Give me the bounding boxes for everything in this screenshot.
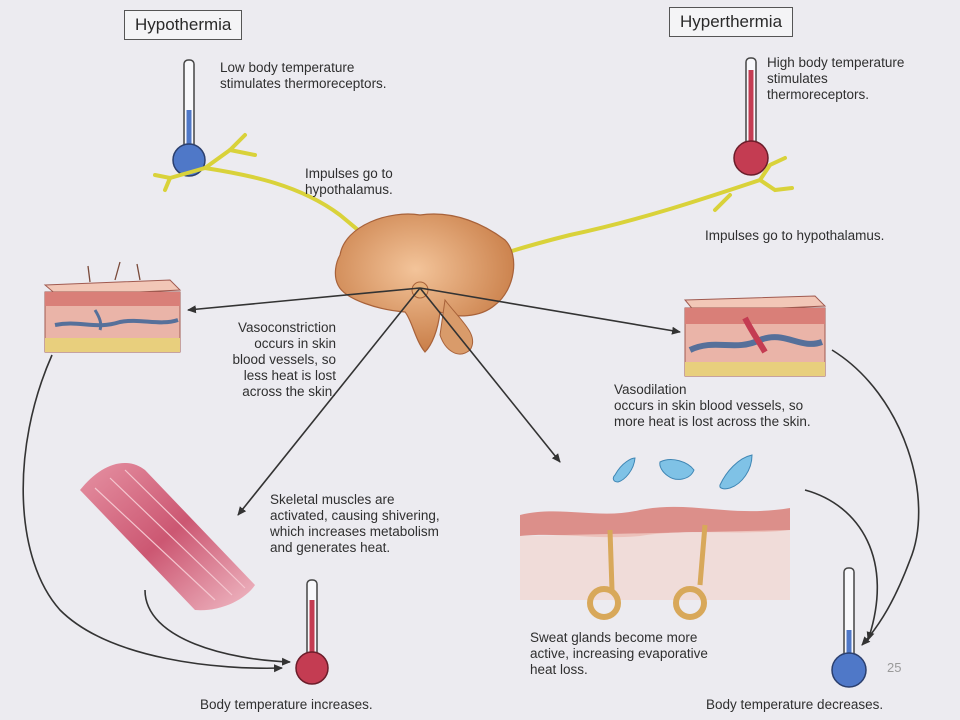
high-temp-label: High body temperature stimulates thermor…	[767, 55, 905, 102]
temp-increases-label: Body temperature increases.	[200, 697, 373, 712]
impulses-right-label: Impulses go to hypothalamus.	[705, 228, 885, 243]
hypothermia-title: Hypothermia	[124, 10, 243, 40]
thermometer-increase	[295, 579, 329, 685]
sweat-label: Sweat glands become more active, increas…	[530, 630, 708, 677]
sweat-gland-illustration	[520, 454, 790, 620]
skin-block-vasodilation	[683, 295, 827, 377]
effector-arrows	[187, 287, 681, 516]
outcome-arrows	[22, 349, 920, 673]
page-number: 25	[887, 660, 902, 675]
thermometer-decrease	[831, 567, 867, 688]
cold-thermometer	[172, 59, 206, 177]
vasodilation-label: Vasodilation occurs in skin blood vessel…	[614, 382, 811, 429]
brain-illustration	[334, 213, 515, 355]
impulses-left-label: Impulses go to hypothalamus.	[305, 166, 393, 197]
low-temp-label: Low body temperature stimulates thermore…	[220, 60, 387, 91]
hot-thermometer	[733, 57, 769, 176]
skin-block-vasoconstriction	[43, 261, 182, 353]
temp-decreases-label: Body temperature decreases.	[706, 697, 884, 712]
vasoconstriction-label: Vasoconstriction occurs in skin blood ve…	[232, 320, 336, 399]
hyperthermia-title: Hyperthermia	[669, 7, 794, 37]
shivering-label: Skeletal muscles are activated, causing …	[270, 492, 440, 555]
skeletal-muscle-illustration	[80, 462, 255, 611]
